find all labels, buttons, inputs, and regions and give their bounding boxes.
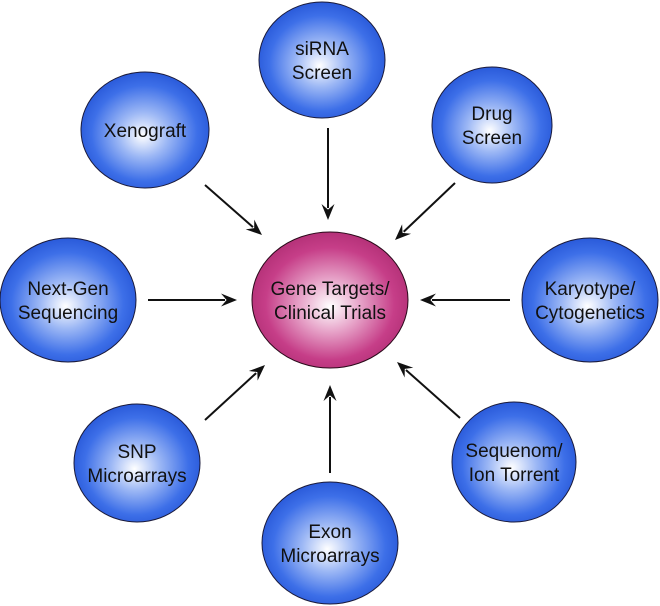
node-snp-microarrays: SNP Microarrays <box>73 403 201 523</box>
node-sirna-screen-ellipse <box>258 1 386 119</box>
node-sirna-screen-label-line: Screen <box>292 63 352 84</box>
node-next-gen-sequencing-label-line: Sequencing <box>18 303 118 324</box>
arrow-head-icon <box>323 385 337 401</box>
node-sequenom-ellipse <box>451 401 577 523</box>
node-exon-microarrays-label-line: Microarrays <box>280 546 379 567</box>
node-karyotype-label-line: Karyotype/ <box>545 279 637 300</box>
node-drug-screen-ellipse <box>431 66 553 184</box>
node-snp-microarrays-ellipse <box>73 403 201 523</box>
center-node: Gene Targets/Clinical Trials <box>251 231 409 369</box>
node-sirna-screen: siRNA Screen <box>258 1 386 119</box>
arrow-shaft <box>403 182 456 233</box>
arrow-head-icon <box>420 293 436 307</box>
arrow-shaft <box>204 372 257 421</box>
node-sequenom: Sequenom/Ion Torrent <box>451 401 577 523</box>
node-karyotype-ellipse <box>521 237 659 363</box>
center-node-ellipse <box>251 231 409 369</box>
arrow-shaft <box>204 184 254 228</box>
arrow-head-icon <box>248 365 265 381</box>
arrow-sequenom <box>397 362 461 419</box>
node-sequenom-label-line: Sequenom/ <box>465 441 563 462</box>
arrow-shaft <box>405 369 461 419</box>
arrow-next-gen-sequencing <box>148 293 237 307</box>
node-exon-microarrays-ellipse <box>261 481 399 605</box>
arrow-xenograft <box>204 184 262 235</box>
arrow-head-icon <box>221 293 237 307</box>
node-next-gen-sequencing-label-line: Next-Gen <box>27 279 108 300</box>
arrow-snp-microarrays <box>204 365 265 421</box>
node-xenograft-label-line: Xenograft <box>104 121 187 142</box>
arrow-sirna-screen <box>321 128 335 220</box>
arrow-drug-screen <box>395 182 456 240</box>
node-drug-screen-label-line: Screen <box>462 128 522 149</box>
node-xenograft: Xenograft <box>80 71 210 189</box>
arrow-karyotype <box>420 293 510 307</box>
node-next-gen-sequencing-ellipse <box>0 237 137 363</box>
node-karyotype-label-line: Cytogenetics <box>535 303 645 324</box>
center-layer: Gene Targets/Clinical Trials <box>251 231 409 369</box>
node-snp-microarrays-label-line: Microarrays <box>87 466 186 487</box>
arrow-head-icon <box>321 204 335 220</box>
edges-layer <box>148 128 510 473</box>
node-sequenom-label-line: Ion Torrent <box>469 465 560 486</box>
arrow-head-icon <box>397 362 414 378</box>
center-node-label-line: Clinical Trials <box>274 303 386 324</box>
center-node-label-line: Gene Targets/ <box>270 279 390 300</box>
arrow-exon-microarrays <box>323 385 337 473</box>
node-xenograft-ellipse <box>80 71 210 189</box>
node-exon-microarrays-label-line: Exon <box>308 522 351 543</box>
node-karyotype: Karyotype/Cytogenetics <box>521 237 659 363</box>
arrow-head-icon <box>395 224 412 240</box>
arrow-head-icon <box>245 219 262 235</box>
node-drug-screen-label-line: Drug <box>471 104 512 125</box>
node-sirna-screen-label-line: siRNA <box>295 39 349 60</box>
node-snp-microarrays-label-line: SNP <box>117 442 156 463</box>
